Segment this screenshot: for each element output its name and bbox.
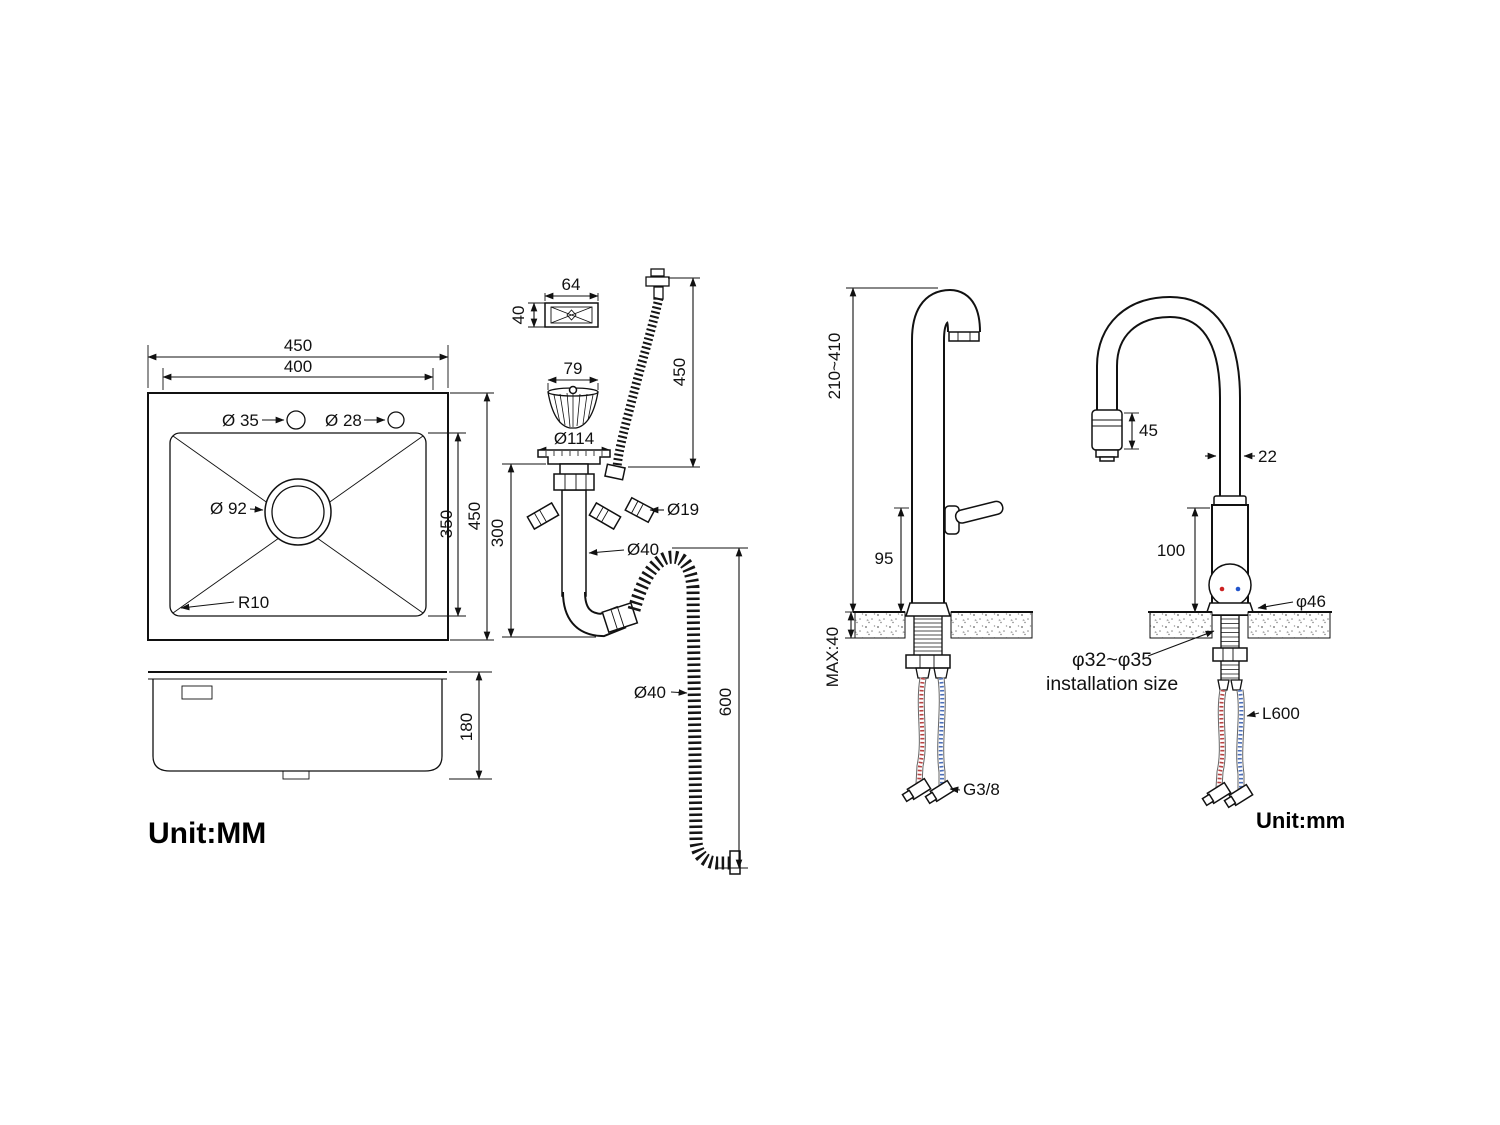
dim-g38: G3/8	[963, 780, 1000, 799]
dim-tail-300: 300	[488, 519, 507, 547]
dim-sink-outer-height: 450	[465, 502, 484, 530]
drain-hole	[264, 478, 332, 546]
overflow-slot	[181, 685, 213, 700]
dim-spout-22: 22	[1258, 447, 1277, 466]
unit-label-mm-right: Unit:mm	[1256, 808, 1345, 833]
dim-hose-length: 600	[672, 547, 748, 869]
callout-drain-92: Ø 92	[210, 499, 264, 518]
callout-hole-35: Ø 35	[222, 411, 285, 430]
dim-strainer-width: 79	[547, 359, 599, 390]
callout-tailpipe-40: Ø40	[588, 540, 659, 559]
dim-tailpipe-40: Ø40	[627, 540, 659, 559]
install-size-line1: φ32~φ35	[1072, 649, 1152, 671]
overflow-plate	[544, 302, 599, 328]
faucet2-supply-hoses	[1201, 689, 1254, 809]
dim-flange-114: Ø114	[554, 429, 594, 448]
dim-faucet1-height: 210~410	[825, 287, 938, 613]
overflow-hose	[612, 296, 664, 468]
dim-sink-depth: 180	[457, 713, 476, 741]
dim-sink-inner-width: 400	[284, 357, 312, 376]
drain-flange	[537, 449, 611, 477]
faucet-hole-28	[387, 411, 405, 429]
faucet1-supply-hoses	[901, 677, 955, 805]
drain-assembly: 64 40 450	[488, 268, 748, 875]
dim-spout-width: 22	[1205, 447, 1277, 466]
dim-inner-height: 350	[428, 432, 466, 617]
callout-install-size: φ32~φ35 installation size	[1046, 630, 1215, 695]
dim-plate-width: 64	[544, 275, 599, 301]
dim-overflow-19: Ø19	[667, 500, 699, 519]
faucet-hole-35	[286, 410, 306, 430]
faucet1-shank	[905, 616, 951, 679]
overflow-elbow-fitting	[624, 496, 656, 524]
faucet2-spray-head	[1091, 409, 1123, 462]
dim-faucet1-body: 95	[875, 507, 909, 613]
dim-r10: R10	[238, 593, 269, 612]
dim-hose-600: 600	[716, 688, 735, 716]
dim-outer-height: 450	[450, 392, 494, 641]
tailpipe	[561, 489, 587, 597]
dim-depth: 180	[449, 671, 492, 780]
faucet-gooseneck-view: 45 22 100 φ46 φ32~φ35 installation size …	[1046, 295, 1332, 809]
callout-corner-radius: R10	[180, 593, 269, 612]
dim-sink-inner-height: 350	[437, 510, 456, 538]
dim-plate-40: 40	[509, 306, 528, 325]
dim-base-46: φ46	[1296, 592, 1326, 611]
dim-flange: Ø114	[537, 429, 611, 454]
dim-hole-28: Ø 28	[325, 411, 362, 430]
dim-spray-head: 45	[1124, 412, 1158, 450]
faucet1-base	[904, 602, 952, 617]
dim-faucet1-range: 210~410	[825, 333, 844, 400]
dim-faucet2-body: 100	[1157, 507, 1210, 613]
dim-plate-height: 40	[509, 302, 545, 328]
dim-plate-64: 64	[562, 275, 581, 294]
dim-l600: L600	[1262, 704, 1300, 723]
faucet2-shank	[1212, 616, 1248, 691]
callout-base-diameter: φ46	[1257, 592, 1326, 611]
sink-top-view: Ø 35 Ø 28 Ø 92 R10 450 400	[147, 336, 494, 641]
sink-bowl-outline	[169, 432, 427, 617]
dim-head-45: 45	[1139, 421, 1158, 440]
callout-overflow-19: Ø19	[649, 500, 699, 519]
dim-strainer-79: 79	[564, 359, 583, 378]
sink-side-view: 180	[148, 671, 492, 780]
dim-hole-35: Ø 35	[222, 411, 259, 430]
trap-nut	[601, 601, 639, 634]
faucet1-handle	[954, 500, 1004, 524]
wing-fitting-right	[588, 501, 622, 531]
dim-counter-max: MAX:40	[823, 611, 903, 687]
dim-outer-width: 450	[147, 336, 449, 388]
cold-indicator-dot	[1235, 586, 1241, 592]
callout-hole-28: Ø 28	[325, 411, 386, 430]
waste-hose	[627, 550, 731, 870]
callout-hose-40: Ø40	[634, 683, 688, 702]
dim-overflow-hose-length: 450	[628, 277, 700, 468]
install-size-line2: installation size	[1046, 673, 1178, 695]
dim-faucet1-95: 95	[875, 549, 894, 568]
faucet2-ball-joint	[1208, 563, 1252, 607]
overflow-fitting	[645, 268, 670, 300]
faucet-side-view: G3/8 210~410 95 MAX:40	[823, 287, 1033, 805]
dim-sink-outer-width: 450	[284, 336, 312, 355]
dim-hose-40: Ø40	[634, 683, 666, 702]
strainer-basket	[547, 385, 599, 429]
wing-fitting-left	[526, 501, 560, 531]
overflow-hose-end	[604, 463, 626, 481]
countertop-2	[1148, 611, 1332, 639]
faucet1-aerator	[948, 331, 980, 342]
dim-inner-width: 400	[162, 357, 434, 390]
dim-tailpipe-length: 300	[488, 463, 596, 638]
drain-stub	[282, 770, 310, 780]
hot-indicator-dot	[1219, 586, 1225, 592]
unit-label-mm-left: Unit:MM	[148, 817, 266, 850]
dim-faucet2-100: 100	[1157, 541, 1185, 560]
callout-hose-length: L600	[1246, 704, 1300, 723]
dim-overflow-450: 450	[670, 358, 689, 386]
dim-max40: MAX:40	[823, 627, 842, 687]
callout-thread: G3/8	[949, 780, 1000, 799]
dim-drain-92: Ø 92	[210, 499, 247, 518]
faucet2-base	[1204, 602, 1256, 616]
tailpipe-nut	[553, 473, 595, 491]
